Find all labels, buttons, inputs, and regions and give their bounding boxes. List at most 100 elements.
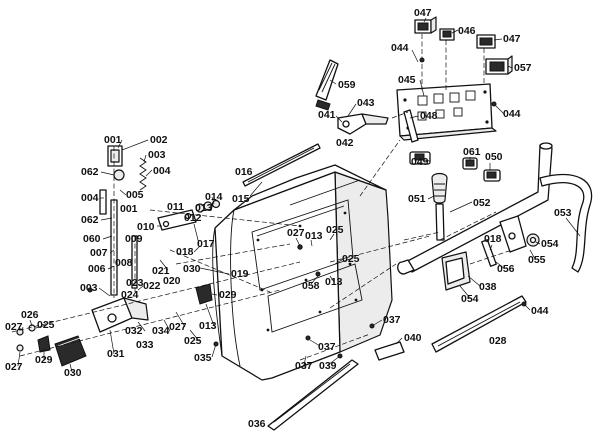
callout-002: 002 <box>150 134 168 146</box>
callout-033: 033 <box>136 339 154 351</box>
callout-001a: 001 <box>104 134 122 146</box>
callout-016: 016 <box>235 166 253 178</box>
switch-046 <box>439 28 455 41</box>
pipe-053 <box>539 173 593 273</box>
main-housing <box>212 164 393 381</box>
switch-047a <box>414 16 437 34</box>
latch-042 <box>337 113 389 135</box>
gear-031 <box>91 297 149 333</box>
callout-004b: 004 <box>81 192 99 204</box>
callout-054a: 054 <box>541 238 559 250</box>
callout-012: 012 <box>184 212 202 224</box>
callout-030b: 030 <box>64 367 82 379</box>
callout-025a: 025 <box>184 335 202 347</box>
callout-034: 034 <box>152 325 170 337</box>
callout-003: 003 <box>148 149 166 161</box>
callout-015: 015 <box>232 193 250 205</box>
callout-014: 014 <box>205 191 223 203</box>
switch-050 <box>483 169 501 182</box>
callout-011: 011 <box>167 201 184 213</box>
callout-025c: 025 <box>326 224 344 236</box>
handle-051 <box>431 172 448 241</box>
bracket-038 <box>441 251 471 291</box>
spring-004 <box>99 189 107 215</box>
screws <box>87 57 527 359</box>
callout-030a: 030 <box>183 263 201 275</box>
callout-054b: 054 <box>461 293 479 305</box>
switch-057 <box>485 55 513 75</box>
pin-056 <box>481 239 497 267</box>
callout-062b: 062 <box>81 214 99 226</box>
callout-027b: 027 <box>5 321 23 333</box>
rod-008 <box>131 235 138 289</box>
callout-045: 045 <box>398 74 416 86</box>
callout-047b: 047 <box>503 33 521 45</box>
callout-055: 055 <box>528 254 546 266</box>
callout-036: 036 <box>248 418 266 430</box>
callout-029a: 029 <box>219 289 237 301</box>
callout-048: 048 <box>420 110 438 122</box>
callout-044b: 044 <box>503 108 521 120</box>
callout-024: 024 <box>121 289 139 301</box>
washers-012-014 <box>195 199 221 213</box>
callout-051: 051 <box>408 193 426 205</box>
switch-049 <box>409 151 431 165</box>
callout-027a: 027 <box>169 321 187 333</box>
callout-061: 061 <box>463 146 481 158</box>
spring-003 <box>139 157 147 191</box>
callout-006: 006 <box>88 263 106 275</box>
callout-053: 053 <box>554 207 572 219</box>
callout-050: 050 <box>485 151 503 163</box>
callout-005: 005 <box>126 189 144 201</box>
nut-054 <box>526 233 540 247</box>
callout-007: 007 <box>90 247 108 259</box>
callout-052: 052 <box>473 197 491 209</box>
hinge-001 <box>107 145 123 167</box>
callout-060: 060 <box>83 233 101 245</box>
callout-021: 021 <box>152 265 170 277</box>
callout-058: 058 <box>302 280 320 292</box>
callout-013a: 013 <box>195 202 213 214</box>
callout-032: 032 <box>125 325 143 337</box>
callout-022: 022 <box>143 280 161 292</box>
callout-018b: 018 <box>484 233 502 245</box>
callout-027d: 027 <box>287 227 305 239</box>
callout-013c: 013 <box>305 230 323 242</box>
callout-062a: 062 <box>81 166 99 178</box>
callout-037a: 037 <box>383 314 401 326</box>
callout-labels: 047 046 047 044 057 045 059 043 041 042 … <box>5 7 572 430</box>
callout-049: 049 <box>411 156 429 168</box>
callout-037b: 037 <box>318 341 336 353</box>
assembly-lines <box>11 34 513 361</box>
switch-061 <box>462 157 478 170</box>
callout-020: 020 <box>163 275 181 287</box>
callout-046: 046 <box>458 25 476 37</box>
switch-panel-045 <box>396 83 497 143</box>
callout-043: 043 <box>357 97 375 109</box>
callout-008: 008 <box>115 257 133 269</box>
callout-027c: 027 <box>5 361 23 373</box>
mount-054 <box>499 215 527 253</box>
callout-004a: 004 <box>153 165 171 177</box>
callout-044c: 044 <box>531 305 549 317</box>
callout-035: 035 <box>194 352 212 364</box>
callout-031: 031 <box>107 348 125 360</box>
callout-059: 059 <box>338 79 356 91</box>
motor-030 <box>54 335 87 367</box>
callout-057: 057 <box>514 62 532 74</box>
knob-029 <box>37 335 51 353</box>
callout-010: 010 <box>137 221 155 233</box>
callout-018a: 018 <box>176 246 194 258</box>
callout-019: 019 <box>231 268 249 280</box>
callout-040: 040 <box>404 332 422 344</box>
callout-001b: 001 <box>120 203 138 215</box>
callout-039: 039 <box>319 360 337 372</box>
nut-062 <box>113 169 125 181</box>
callout-028: 028 <box>489 335 507 347</box>
callout-038: 038 <box>479 281 497 293</box>
lever-052 <box>397 142 553 275</box>
callout-009: 009 <box>125 233 143 245</box>
callout-026: 026 <box>21 309 39 321</box>
